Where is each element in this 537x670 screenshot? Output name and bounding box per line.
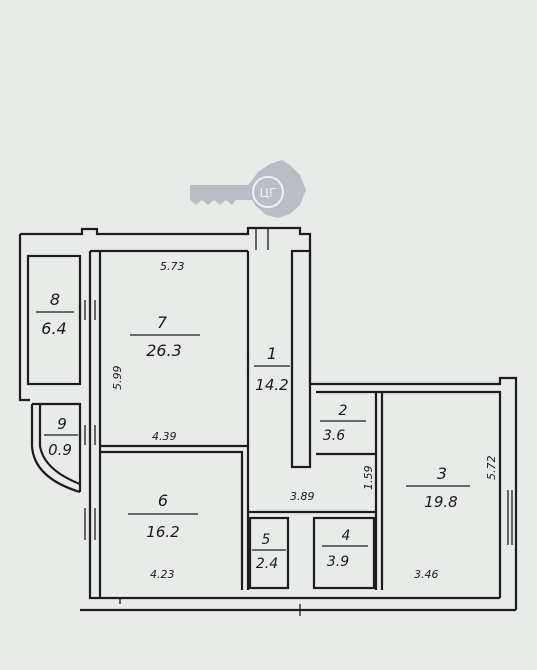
room-8-number: 8 xyxy=(50,290,60,309)
dimension-labels: 5.73 5.99 4.39 4.23 3.89 1.59 5.72 3.46 xyxy=(111,260,498,581)
dim-room7-bottom: 4.39 xyxy=(152,430,177,443)
walls xyxy=(18,226,518,616)
key-logo-text: ЦГ xyxy=(260,186,277,200)
room-6-number: 6 xyxy=(158,491,168,510)
dim-corridor: 3.89 xyxy=(290,490,315,503)
room-labels: 7 26.3 8 6.4 9 0.9 1 14.2 2 3.6 3 19.8 6… xyxy=(36,290,470,572)
dim-room3-height: 5.72 xyxy=(485,456,498,481)
room-8-area: 6.4 xyxy=(41,319,66,338)
key-logo-shape xyxy=(190,160,306,218)
room-2-area: 3.6 xyxy=(323,428,345,444)
room-7-number: 7 xyxy=(157,313,168,332)
room-3-area: 19.8 xyxy=(424,493,457,511)
room-1-area: 14.2 xyxy=(255,376,288,394)
room-9-area: 0.9 xyxy=(48,441,72,459)
room-3-number: 3 xyxy=(437,464,447,483)
room-6-area: 16.2 xyxy=(146,523,179,541)
room-5-area: 2.4 xyxy=(256,556,278,572)
dim-room3-bottom: 3.46 xyxy=(414,568,439,581)
key-logo: ЦГ xyxy=(190,160,306,218)
dim-room7-width: 5.73 xyxy=(160,260,185,273)
dim-room6-bottom: 4.23 xyxy=(150,568,175,581)
room-2-number: 2 xyxy=(339,403,348,419)
room-7-area: 26.3 xyxy=(146,341,182,360)
room-4-number: 4 xyxy=(342,528,351,544)
dim-room7-height: 5.99 xyxy=(111,366,124,391)
room-5-number: 5 xyxy=(262,532,271,548)
room-4-area: 3.9 xyxy=(327,554,349,570)
dim-room2-height: 1.59 xyxy=(362,466,375,491)
key-logo-ring xyxy=(252,176,284,208)
room-1-number: 1 xyxy=(267,344,277,363)
room-9-number: 9 xyxy=(57,415,67,433)
